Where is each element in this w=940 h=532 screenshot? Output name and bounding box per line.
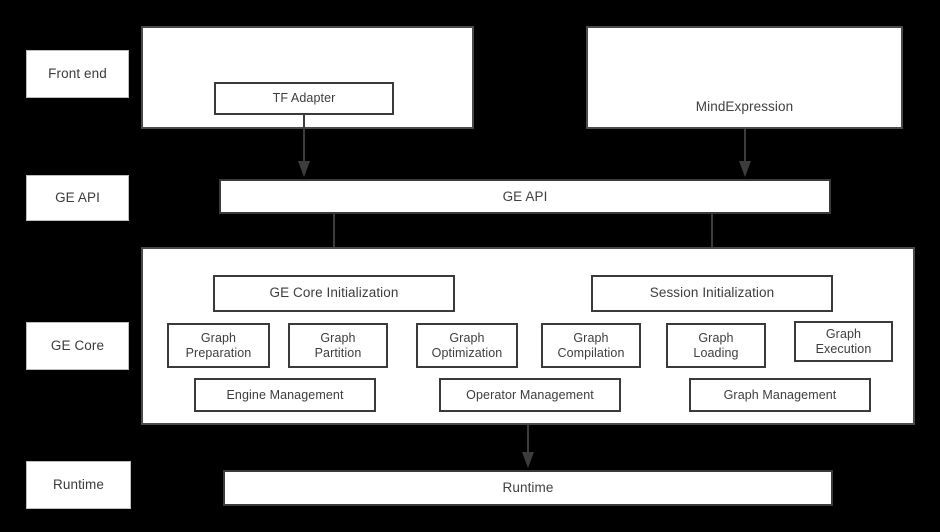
tf-adapter-label: TF Adapter <box>272 91 336 105</box>
ge-api-bar[interactable]: GE API <box>219 179 831 214</box>
graph-loading-box[interactable]: Graph Loading <box>666 323 766 368</box>
tensorflow-group: Tensorflow TF Adapter <box>141 26 474 129</box>
layer-label-runtime-text: Runtime <box>53 477 104 493</box>
graph-optimization-label: Graph Optimization <box>431 330 503 360</box>
layer-label-ge-api: GE API <box>26 175 129 221</box>
graph-execution-label: Graph Execution <box>815 326 872 356</box>
graph-management-label: Graph Management <box>723 387 837 402</box>
graph-preparation-box[interactable]: Graph Preparation <box>167 323 270 368</box>
graph-partition-box[interactable]: Graph Partition <box>288 323 388 368</box>
tf-adapter-box[interactable]: TF Adapter <box>214 82 394 115</box>
layer-label-runtime: Runtime <box>26 461 131 509</box>
ge-core-initialization-label: GE Core Initialization <box>269 285 399 301</box>
arrow-ge-core-to-runtime <box>522 425 534 468</box>
runtime-bar[interactable]: Runtime <box>223 470 833 506</box>
arrow-mindexpression-to-ge-api <box>739 129 751 177</box>
mindexpression-group: MindExpression <box>586 26 903 129</box>
layer-label-front-end-text: Front end <box>48 66 107 82</box>
runtime-bar-label: Runtime <box>502 480 554 496</box>
engine-management-box[interactable]: Engine Management <box>194 378 376 412</box>
graph-execution-box[interactable]: Graph Execution <box>794 321 893 362</box>
layer-label-ge-api-text: GE API <box>55 190 100 206</box>
graph-management-box[interactable]: Graph Management <box>689 378 871 412</box>
ge-api-bar-label: GE API <box>502 188 548 204</box>
session-initialization-label: Session Initialization <box>649 285 775 301</box>
engine-management-label: Engine Management <box>226 387 344 402</box>
ge-core-initialization-box[interactable]: GE Core Initialization <box>213 275 455 312</box>
operator-management-box[interactable]: Operator Management <box>439 378 621 412</box>
graph-preparation-label: Graph Preparation <box>185 330 252 360</box>
graph-loading-label: Graph Loading <box>693 330 739 360</box>
graph-compilation-box[interactable]: Graph Compilation <box>541 323 641 368</box>
mindexpression-label: MindExpression <box>695 99 794 114</box>
graph-partition-label: Graph Partition <box>314 330 362 360</box>
ge-core-container: GE Core Initialization Session Initializ… <box>141 247 915 425</box>
graph-compilation-label: Graph Compilation <box>557 330 625 360</box>
graph-optimization-box[interactable]: Graph Optimization <box>416 323 518 368</box>
layer-label-ge-core: GE Core <box>26 322 129 370</box>
session-initialization-box[interactable]: Session Initialization <box>591 275 833 312</box>
layer-label-front-end: Front end <box>26 50 129 98</box>
arrow-tf-adapter-to-ge-api <box>298 113 310 177</box>
layer-label-ge-core-text: GE Core <box>50 338 105 354</box>
operator-management-label: Operator Management <box>466 387 594 402</box>
